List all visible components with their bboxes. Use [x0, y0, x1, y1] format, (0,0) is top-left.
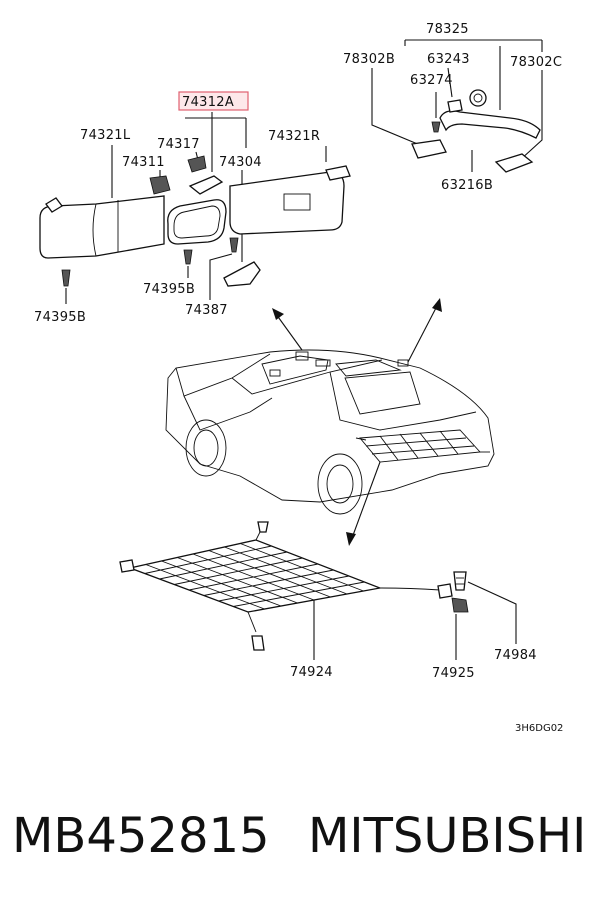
left-sun-visor: [39, 195, 165, 259]
net-strand: [203, 569, 334, 596]
callout-74924: 74924: [290, 665, 333, 680]
clip-63243: [447, 99, 463, 113]
bolt-74984: [453, 571, 467, 591]
mirror-base: [188, 175, 224, 195]
callout-74311: 74311: [122, 155, 165, 170]
cap-78302B: [411, 139, 447, 159]
net-strand: [208, 550, 331, 598]
net-strand: [188, 563, 319, 591]
callout-74395B-top: 74395B: [143, 282, 195, 297]
hook-bottom: [251, 635, 265, 651]
arrow-to-net: [346, 532, 356, 546]
screw-63274: [431, 121, 441, 133]
arrow-to-handle: [432, 298, 442, 312]
hook-right: [437, 583, 453, 599]
left-visor-hinge: [45, 197, 63, 213]
callout-74304: 74304: [219, 155, 262, 170]
rear-view-mirror: [167, 199, 227, 245]
hook-top: [257, 521, 269, 533]
callout-78302C: 78302C: [510, 55, 562, 70]
callout-63243: 63243: [427, 52, 470, 67]
highlight-box: [178, 91, 249, 111]
right-visor-hinge: [325, 165, 351, 181]
car-body: [165, 349, 495, 503]
callout-74387: 74387: [185, 303, 228, 318]
cargo-net-group: 74924 74925 74984: [119, 521, 537, 681]
grab-handle: [439, 110, 541, 139]
footer: MB452815 MITSUBISHI: [0, 790, 600, 900]
hook-left: [119, 559, 135, 573]
callout-74925: 74925: [432, 666, 475, 681]
assist-grip-group: 78325 78302B 63243 78302C 63274 63216B: [343, 22, 562, 193]
car-trunk-net: [355, 429, 490, 463]
callout-74395B-left: 74395B: [34, 310, 86, 325]
right-sun-visor: [229, 171, 345, 235]
screw-74395B-mid: [229, 237, 239, 253]
cover-74317: [187, 155, 207, 173]
cap-78302C: [494, 153, 534, 173]
screw-74395B-top: [183, 249, 193, 265]
vanity-mirror: [283, 193, 311, 211]
holder-74311: [149, 175, 171, 195]
cargo-net: [127, 539, 383, 613]
callout-78302B: 78302B: [343, 52, 395, 67]
callout-63274: 63274: [410, 73, 453, 88]
screw-74395B-left: [61, 269, 71, 287]
net-strand: [224, 546, 348, 595]
callout-74312A: 74312A: [182, 95, 234, 110]
arrow-to-visor: [272, 308, 284, 320]
callout-63216B: 63216B: [441, 178, 493, 193]
brand-name: MITSUBISHI: [308, 808, 587, 864]
net-strand: [233, 581, 365, 607]
cargo-net-mesh: [144, 543, 365, 610]
net-strand: [240, 543, 364, 592]
callout-74317: 74317: [157, 137, 200, 152]
bezel-ring: [469, 89, 487, 107]
car-illustration: [165, 298, 495, 546]
callout-74321L: 74321L: [80, 128, 131, 143]
part-number: MB452815: [12, 808, 270, 864]
callout-78325: 78325: [426, 22, 469, 37]
callout-74984: 74984: [494, 648, 537, 663]
net-strand: [218, 575, 350, 602]
sun-visor-group: 74312A 74321L 74317 74321R 74311 74304: [34, 91, 351, 325]
parts-diagram: 78325 78302B 63243 78302C 63274 63216B 7…: [34, 22, 563, 734]
diagram-code: 3H6DG02: [515, 723, 563, 734]
callout-74321R: 74321R: [268, 129, 320, 144]
holder-74387: [223, 261, 261, 287]
anchor-74925: [451, 597, 469, 613]
